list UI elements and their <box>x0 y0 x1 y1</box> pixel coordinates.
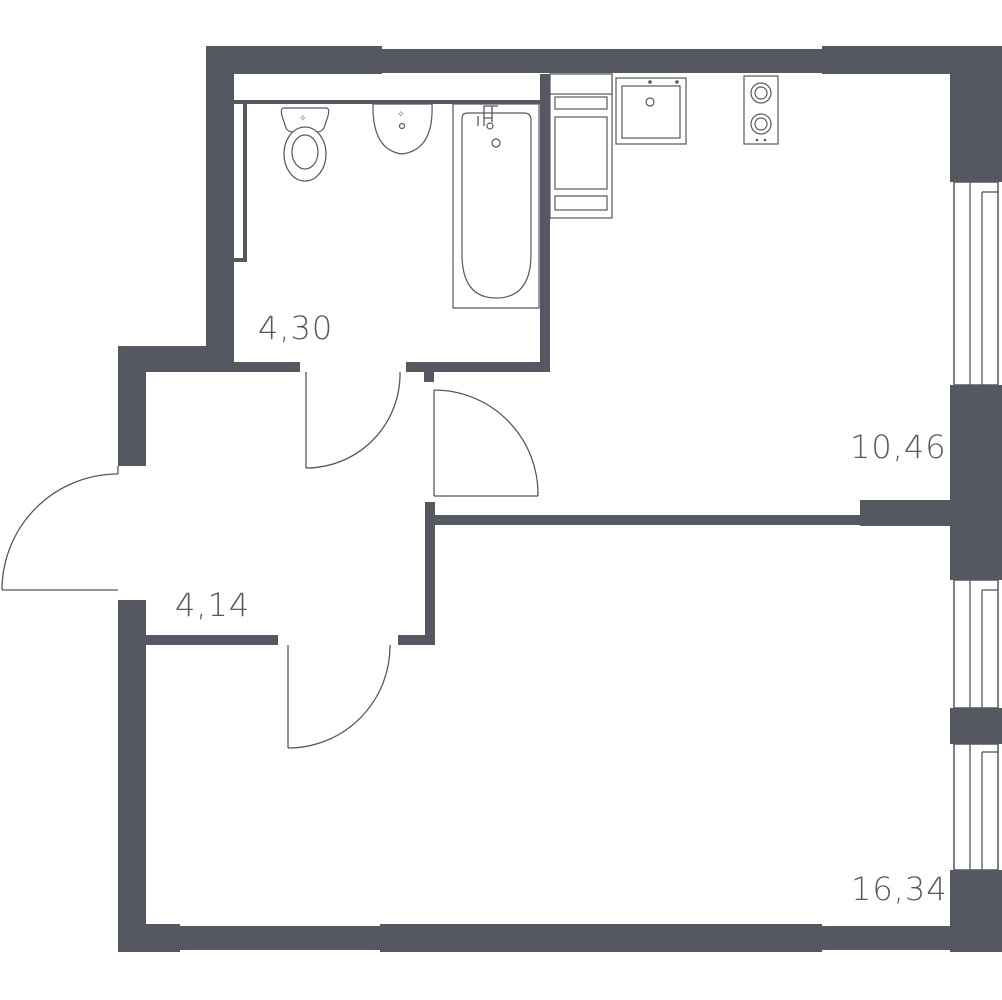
area-label-hallway: 4,14 <box>175 586 250 624</box>
doors <box>1 371 539 749</box>
windows <box>953 181 999 871</box>
kitchen-door <box>433 389 539 497</box>
area-label-living-room: 16,34 <box>851 870 948 908</box>
bathroom-fixtures: ✧ ✧ <box>280 103 540 309</box>
kitchen-sink-icon <box>615 77 687 145</box>
exterior-walls <box>118 46 1002 952</box>
entry-door <box>1 466 119 591</box>
window-living-upper <box>953 579 999 709</box>
kitchen-fixtures <box>549 73 779 219</box>
area-label-bathroom: 4,30 <box>258 309 333 347</box>
toilet-icon: ✧ <box>280 107 330 182</box>
svg-text:✧: ✧ <box>299 114 307 124</box>
window-living-lower <box>953 743 999 871</box>
area-labels: 4,30 10,46 4,14 16,34 <box>175 309 948 908</box>
refrigerator-icon <box>549 73 613 219</box>
interior-walls <box>146 74 950 645</box>
area-label-kitchen: 10,46 <box>850 428 947 466</box>
bathtub-icon <box>452 103 540 309</box>
stove-icon <box>743 75 779 145</box>
sink-icon: ✧ <box>372 103 433 155</box>
living-room-door <box>287 644 391 749</box>
bathroom-door <box>305 371 401 469</box>
window-kitchen <box>953 181 999 386</box>
svg-text:✧: ✧ <box>397 110 405 120</box>
